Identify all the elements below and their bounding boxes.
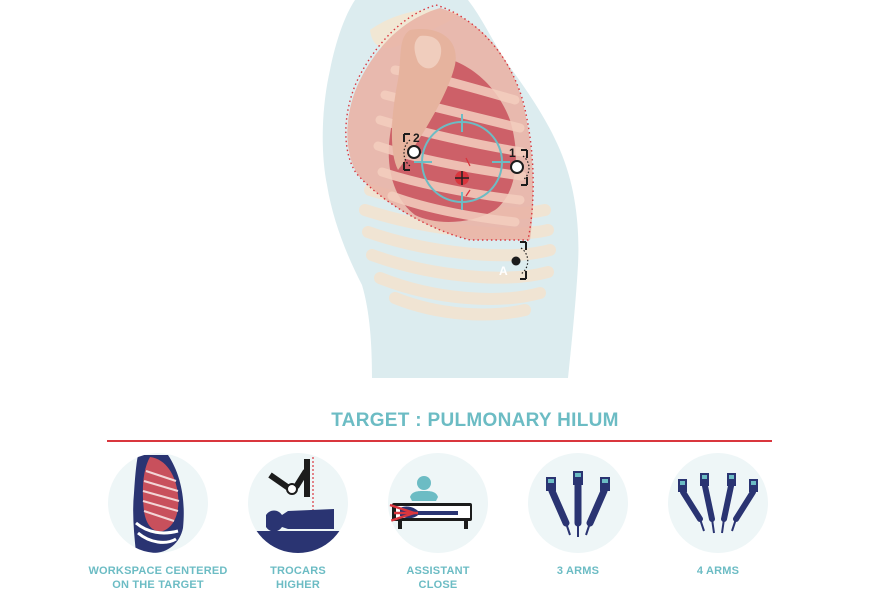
portal-2-label: 2 (413, 131, 420, 145)
assistant-icon (388, 453, 488, 553)
feature-assistant-line2: CLOSE (418, 579, 458, 591)
feature-trocars-line1: TROCARS (270, 565, 326, 577)
portal-1-marker (510, 149, 530, 186)
portal-1-label: 1 (509, 146, 516, 160)
workspace-icon (108, 453, 208, 553)
feature-assistant-line1: ASSISTANT (406, 565, 470, 577)
feature-trocars-line2: HIGHER (276, 579, 320, 591)
portal-a-marker (511, 241, 529, 280)
title-divider (107, 440, 772, 442)
feature-four-arms-line1: 4 ARMS (696, 565, 740, 577)
portal-a-label: A (499, 264, 508, 278)
feature-assistant: ASSISTANT CLOSE (368, 453, 508, 598)
four-arms-icon (668, 453, 768, 553)
scapula-ridge (414, 35, 442, 69)
hilum-target-icon (455, 157, 471, 197)
feature-workspace-line1: WORKSPACE CENTERED (88, 565, 228, 577)
trocars-icon (248, 453, 348, 553)
thorax-illustration: 2 1 A (322, 0, 579, 378)
portal-2-marker (403, 133, 421, 171)
target-crosshair (414, 114, 510, 210)
three-arms-icon (528, 453, 628, 553)
feature-trocars: TROCARS HIGHER (228, 453, 368, 598)
feature-workspace-line2: ON THE TARGET (112, 579, 204, 591)
feature-four-arms: 4 ARMS (648, 453, 788, 598)
feature-three-arms: 3 ARMS (508, 453, 648, 598)
feature-three-arms-line1: 3 ARMS (556, 565, 600, 577)
feature-workspace: WORKSPACE CENTERED ON THE TARGET (88, 453, 228, 598)
page-title: TARGET : PULMONARY HILUM (331, 410, 619, 431)
workspace-outline (345, 4, 534, 241)
